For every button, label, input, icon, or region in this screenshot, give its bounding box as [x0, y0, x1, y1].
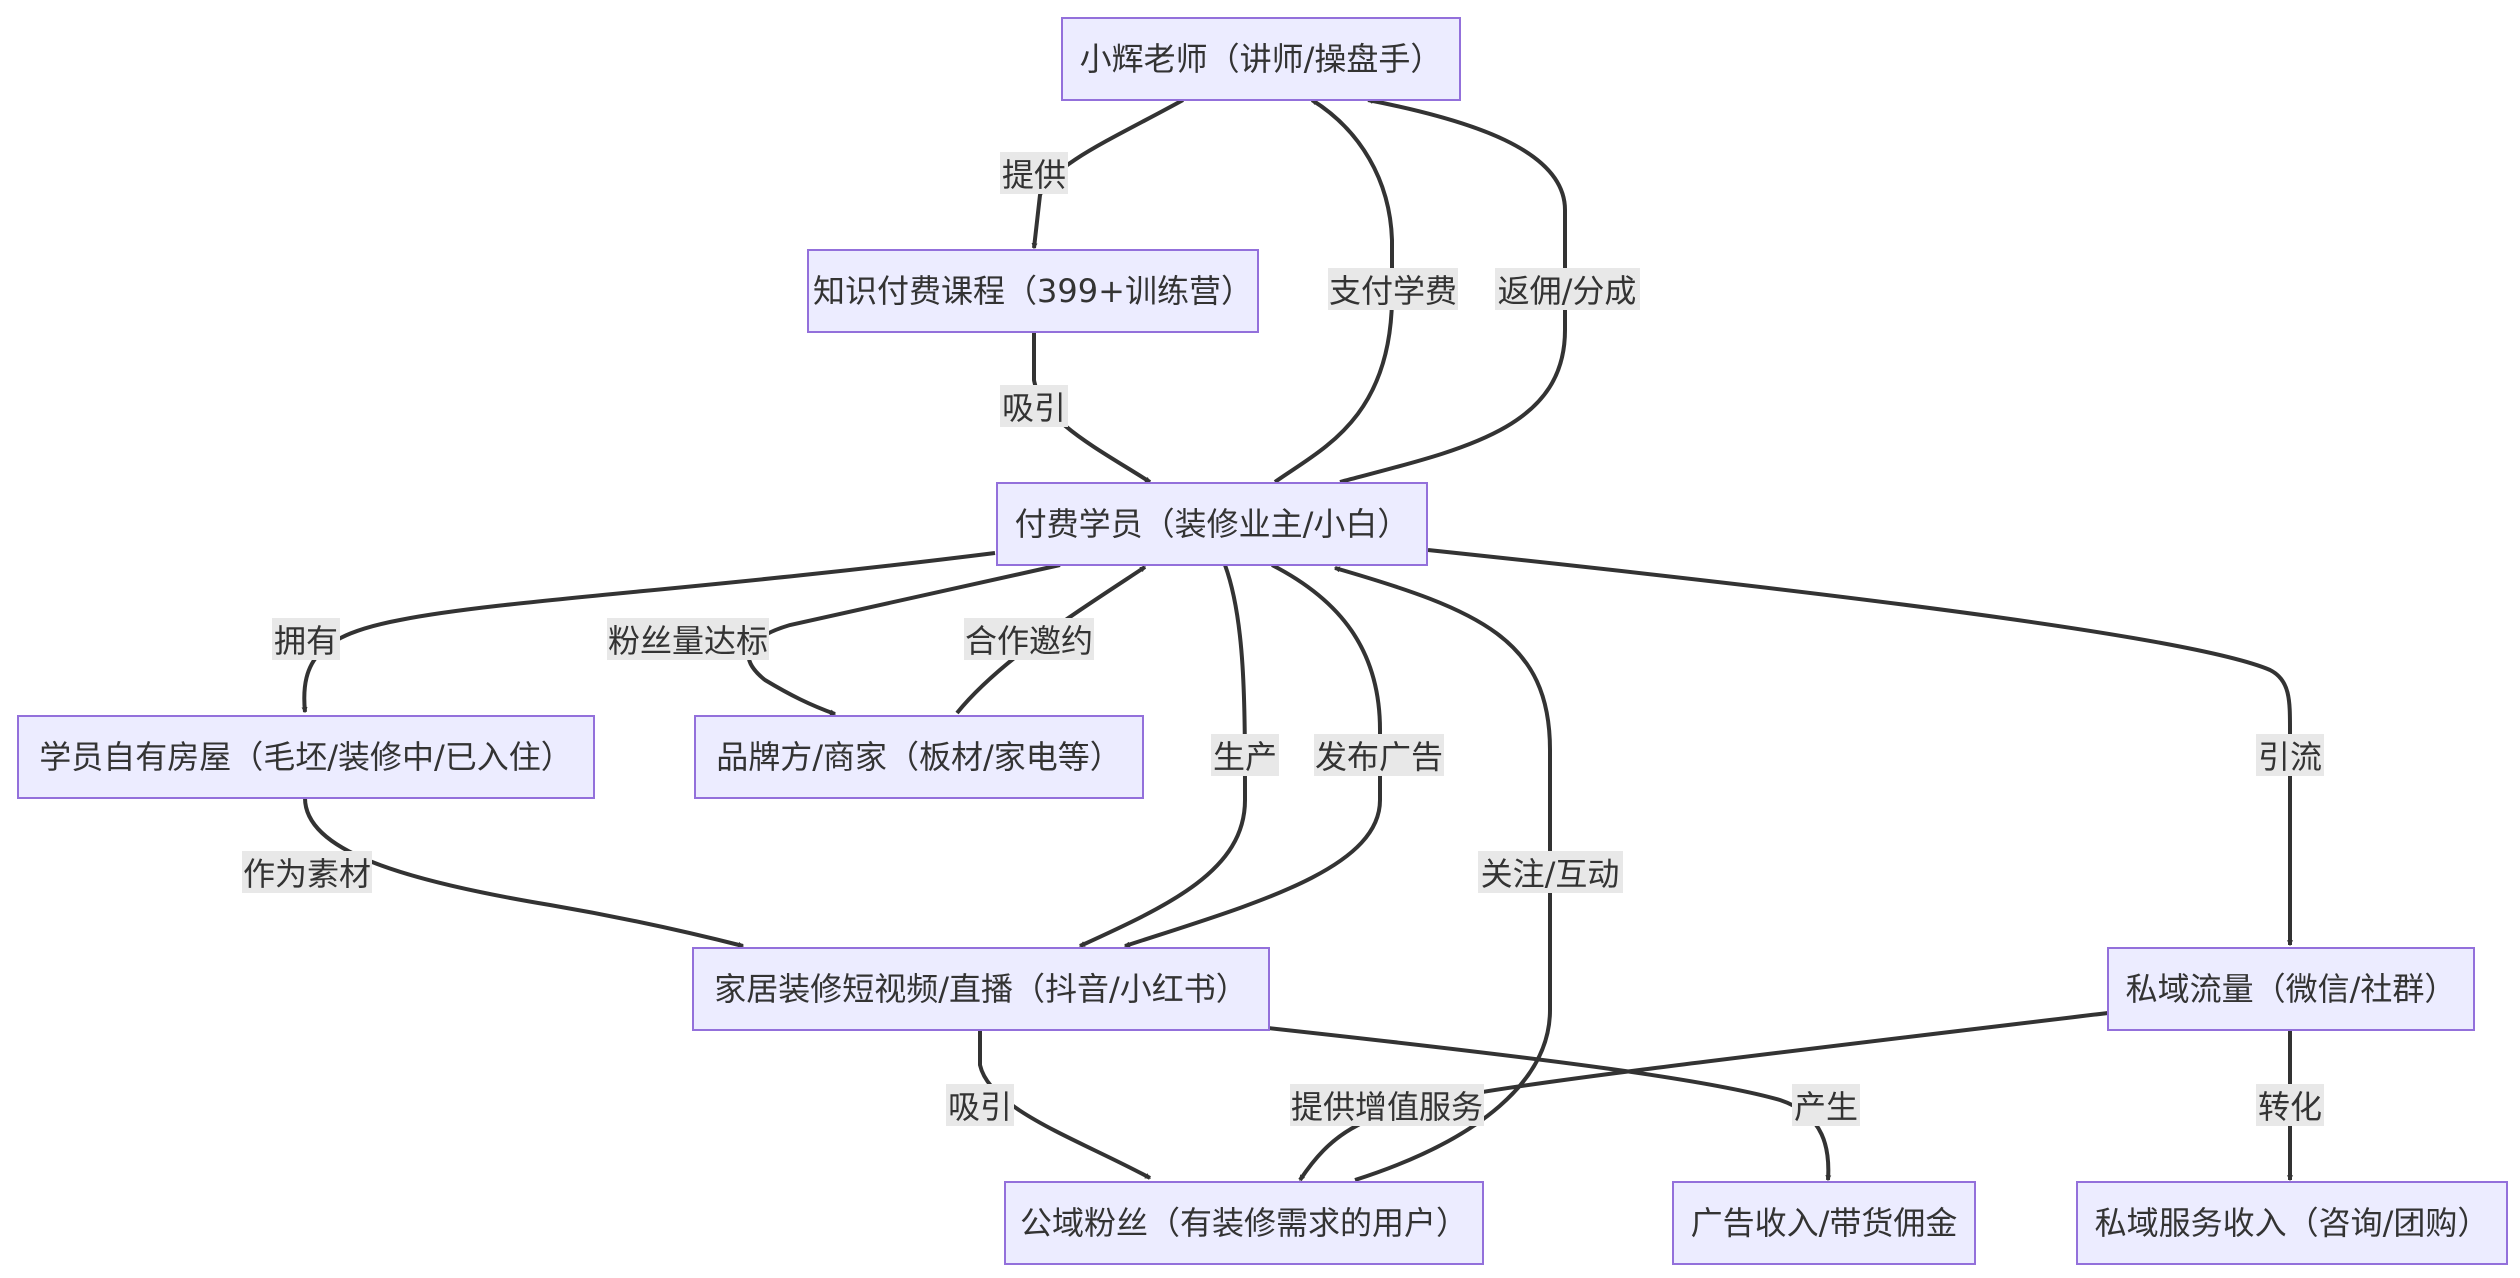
edge-label-coop: 合作邀约	[964, 618, 1094, 660]
edge-label-provide: 提供	[1000, 152, 1068, 194]
edge-student-private	[1427, 548, 2293, 947]
edge-label-divert: 引流	[2256, 734, 2324, 776]
svg-text:私域流量（微信/社群）: 私域流量（微信/社群）	[2126, 970, 2457, 1008]
edge-label-attract2: 吸引	[946, 1084, 1014, 1126]
svg-text:广告收入/带货佣金: 广告收入/带货佣金	[1691, 1204, 1958, 1242]
svg-text:私域服务收入（咨询/团购）: 私域服务收入（咨询/团购）	[2095, 1204, 2490, 1242]
svg-text:引流: 引流	[2258, 738, 2322, 776]
svg-text:粉丝量达标: 粉丝量达标	[608, 622, 768, 660]
svg-text:转化: 转化	[2258, 1088, 2322, 1126]
edge-label-attract1: 吸引	[1000, 385, 1068, 427]
edge-video-fans	[978, 1030, 1152, 1180]
svg-text:付费学员（装修业主/小白）: 付费学员（装修业主/小白）	[1015, 505, 1410, 543]
edge-private-fans	[1298, 1011, 2109, 1182]
edge-fans-student	[1333, 566, 1552, 1182]
edge-label-generate: 产生	[1792, 1084, 1860, 1126]
edge-label-own: 拥有	[272, 618, 340, 660]
node-fans: 公域粉丝（有装修需求的用户）	[1004, 1181, 1484, 1265]
edge-label-rebate: 返佣/分成	[1495, 268, 1640, 310]
edge-label-material: 作为素材	[242, 851, 372, 893]
node-course: 知识付费课程（399+训练营）	[807, 249, 1259, 333]
svg-text:小辉老师（讲师/操盘手）: 小辉老师（讲师/操盘手）	[1080, 40, 1443, 78]
edge-label-pay: 支付学费	[1328, 268, 1458, 310]
svg-text:提供增值服务: 提供增值服务	[1291, 1088, 1483, 1126]
svg-text:合作邀约: 合作邀约	[965, 622, 1093, 660]
node-teacher: 小辉老师（讲师/操盘手）	[1061, 17, 1461, 101]
edge-house-video	[303, 797, 745, 948]
edge-student-teacher-rebate	[1339, 97, 1567, 484]
node-ad: 广告收入/带货佣金	[1672, 1181, 1976, 1265]
svg-text:提供: 提供	[1002, 156, 1066, 194]
node-student: 付费学员（装修业主/小白）	[996, 482, 1428, 566]
svg-text:家居装修短视频/直播（抖音/小红书）: 家居装修短视频/直播（抖音/小红书）	[714, 970, 1248, 1008]
svg-text:吸引: 吸引	[948, 1088, 1012, 1126]
node-private: 私域流量（微信/社群）	[2107, 947, 2475, 1031]
node-service: 私域服务收入（咨询/团购）	[2076, 1181, 2508, 1265]
edges	[301, 97, 2293, 1182]
edge-label-convert: 转化	[2256, 1084, 2324, 1126]
svg-text:发布广告: 发布广告	[1315, 738, 1443, 776]
edge-label-follow: 关注/互动	[1478, 851, 1623, 893]
edge-student-video-ad	[1123, 563, 1382, 948]
nodes: 小辉老师（讲师/操盘手） 知识付费课程（399+训练营） 付费学员（装修业主/小…	[17, 17, 2508, 1265]
edge-label-value-added: 提供增值服务	[1290, 1084, 1484, 1126]
svg-text:关注/互动: 关注/互动	[1481, 855, 1620, 893]
svg-text:生产: 生产	[1213, 738, 1277, 776]
edge-label-produce: 生产	[1211, 734, 1279, 776]
node-video: 家居装修短视频/直播（抖音/小红书）	[692, 947, 1270, 1031]
svg-text:公域粉丝（有装修需求的用户）: 公域粉丝（有装修需求的用户）	[1020, 1204, 1468, 1242]
svg-text:学员自有房屋（毛坯/装修中/已入住）: 学员自有房屋（毛坯/装修中/已入住）	[39, 738, 573, 776]
svg-text:支付学费: 支付学费	[1329, 272, 1457, 310]
svg-text:返佣/分成: 返佣/分成	[1498, 272, 1637, 310]
edge-student-video-produce	[1078, 564, 1248, 948]
edge-label-fans-goal: 粉丝量达标	[607, 618, 769, 660]
svg-text:品牌方/商家（板材/家电等）: 品牌方/商家（板材/家电等）	[716, 738, 1122, 776]
svg-text:作为素材: 作为素材	[243, 855, 371, 893]
edge-labels: 提供 吸引 支付学费 返佣/分成 拥有 粉丝量达标 合作邀约 生产	[242, 152, 2324, 1126]
node-house: 学员自有房屋（毛坯/装修中/已入住）	[17, 715, 595, 799]
svg-text:吸引: 吸引	[1002, 389, 1066, 427]
edge-student-brand	[746, 563, 1061, 716]
edge-label-publish-ad: 发布广告	[1314, 734, 1444, 776]
node-brand: 品牌方/商家（板材/家电等）	[694, 715, 1144, 799]
svg-text:知识付费课程（399+训练营）: 知识付费课程（399+训练营）	[813, 272, 1253, 310]
svg-text:拥有: 拥有	[274, 622, 338, 660]
svg-text:产生: 产生	[1794, 1088, 1858, 1126]
edge-video-ad	[1267, 1026, 1832, 1182]
